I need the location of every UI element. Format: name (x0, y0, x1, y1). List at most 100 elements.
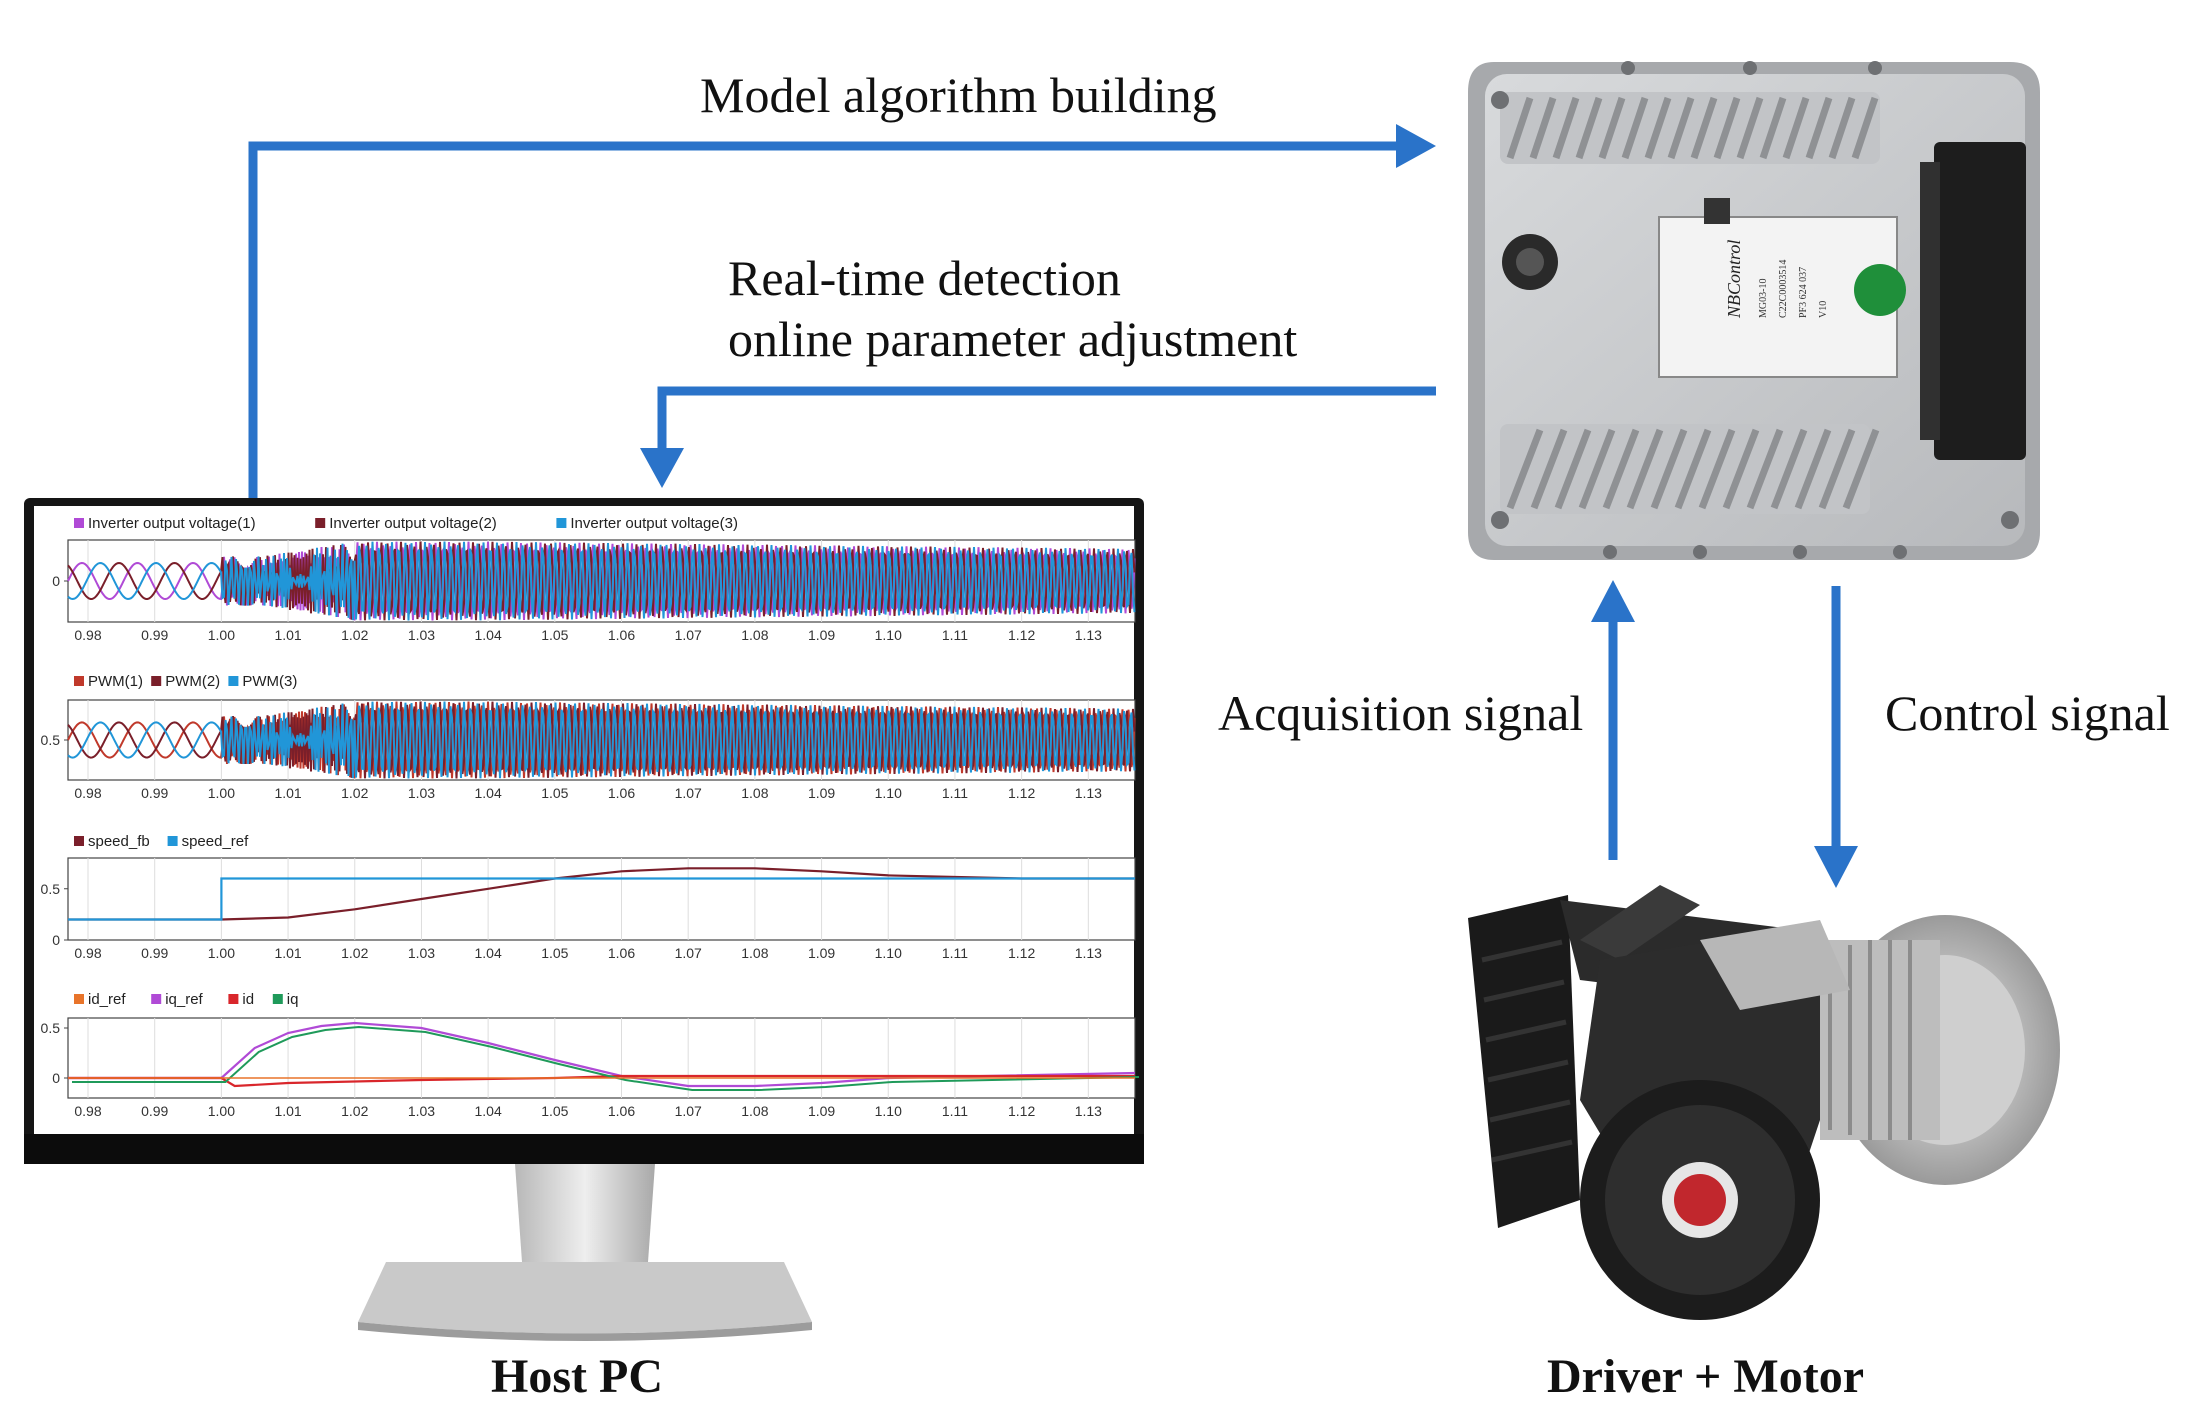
x-tick-label: 1.12 (1008, 627, 1035, 643)
legend-label: Inverter output voltage(1) (88, 515, 256, 532)
phase-line (67, 541, 1136, 621)
phase-line (67, 701, 1136, 779)
legend-label: PWM(2) (165, 673, 220, 690)
x-tick-label: 1.11 (942, 1103, 968, 1119)
qr-code-icon (1704, 198, 1730, 224)
phase-line (67, 541, 1136, 621)
legend-swatch (556, 518, 567, 528)
legend-label: id (242, 991, 254, 1008)
legend-swatch (315, 518, 326, 528)
x-tick-label: 0.98 (74, 945, 101, 961)
x-tick-label: 1.06 (608, 945, 635, 961)
phase-line (67, 701, 1136, 779)
x-tick-label: 1.08 (741, 627, 768, 643)
x-tick-label: 1.05 (541, 1103, 568, 1119)
x-tick-label: 1.04 (475, 627, 502, 643)
y-tick-label: 0.5 (41, 1020, 61, 1036)
x-tick-label: 1.01 (274, 945, 301, 961)
x-tick-label: 1.09 (808, 627, 835, 643)
x-tick-label: 1.06 (608, 627, 635, 643)
arrowhead-down-to-motor (1814, 846, 1858, 888)
x-tick-label: 1.03 (408, 1103, 435, 1119)
ecu-label-line-4: V10 (1818, 301, 1829, 318)
label-model-algorithm-building: Model algorithm building (700, 67, 1217, 123)
x-tick-label: 1.09 (808, 785, 835, 801)
x-tick-label: 1.12 (1008, 945, 1035, 961)
legend-swatch (272, 994, 283, 1004)
series-line-speed_ref (68, 877, 1135, 921)
legend-label: iq (287, 991, 299, 1008)
x-tick-label: 1.11 (942, 627, 968, 643)
legend-label: PWM(1) (88, 673, 143, 690)
y-tick-label: 0.5 (41, 732, 61, 748)
x-tick-label: 0.98 (74, 785, 101, 801)
legend-swatch (74, 518, 84, 528)
x-tick-label: 1.07 (675, 785, 702, 801)
x-tick-label: 1.03 (408, 945, 435, 961)
label-online-parameter-adjustment: online parameter adjustment (728, 311, 1297, 367)
x-tick-label: 1.08 (741, 1103, 768, 1119)
x-tick-label: 1.05 (541, 627, 568, 643)
x-tick-label: 1.13 (1075, 1103, 1102, 1119)
x-tick-label: 1.01 (274, 1103, 301, 1119)
y-tick-label: 0.5 (41, 881, 61, 897)
x-tick-label: 1.10 (875, 945, 902, 961)
x-tick-label: 1.05 (541, 785, 568, 801)
x-tick-label: 1.07 (675, 627, 702, 643)
driver-motor-photo (1468, 885, 2060, 1320)
x-tick-label: 1.05 (541, 945, 568, 961)
x-tick-label: 1.02 (341, 627, 368, 643)
ecu-controller-photo: NBControl MG03-10 C22C0003514 PF3 624 03… (1468, 61, 2040, 560)
x-tick-label: 0.99 (141, 785, 168, 801)
x-tick-label: 1.04 (475, 1103, 502, 1119)
legend-label: Inverter output voltage(3) (570, 515, 738, 532)
legend-label: Inverter output voltage(2) (329, 515, 497, 532)
legend-swatch (151, 994, 162, 1004)
x-tick-label: 1.13 (1075, 627, 1102, 643)
x-tick-label: 1.10 (875, 1103, 902, 1119)
legend-swatch (228, 994, 239, 1004)
x-tick-label: 1.13 (1075, 785, 1102, 801)
y-tick-label: 0 (52, 932, 60, 948)
x-tick-label: 1.13 (1075, 945, 1102, 961)
x-tick-label: 1.03 (408, 785, 435, 801)
label-acquisition-signal: Acquisition signal (1218, 685, 1583, 741)
x-tick-label: 1.09 (808, 1103, 835, 1119)
x-tick-label: 1.08 (741, 945, 768, 961)
y-tick-label: 0 (52, 573, 60, 589)
legend-label: iq_ref (165, 991, 203, 1008)
x-tick-label: 1.06 (608, 1103, 635, 1119)
x-tick-label: 1.00 (208, 627, 235, 643)
legend-label: speed_fb (88, 833, 150, 850)
x-tick-label: 0.99 (141, 1103, 168, 1119)
x-tick-label: 1.07 (675, 1103, 702, 1119)
legend-swatch (74, 994, 84, 1004)
legend-swatch (151, 676, 162, 686)
caption-driver-motor: Driver + Motor (1547, 1350, 1864, 1403)
arrow-realtime-detection (657, 386, 1436, 452)
arrowhead-to-pc (640, 448, 684, 488)
x-tick-label: 1.10 (875, 785, 902, 801)
x-tick-label: 1.11 (942, 785, 968, 801)
x-tick-label: 0.99 (141, 945, 168, 961)
x-tick-label: 1.10 (875, 627, 902, 643)
ecu-label-line-1: MG03-10 (1758, 279, 1769, 318)
plot-area (67, 857, 1136, 941)
x-tick-label: 1.07 (675, 945, 702, 961)
monitor-charts: Inverter output voltage(1) Inverter outpu… (41, 515, 1140, 1119)
legend-swatch (74, 676, 84, 686)
x-tick-label: 1.00 (208, 785, 235, 801)
green-sticker-icon (1854, 264, 1906, 316)
x-tick-label: 0.98 (74, 627, 101, 643)
legend-swatch (228, 676, 239, 686)
x-tick-label: 1.08 (741, 785, 768, 801)
x-tick-label: 1.09 (808, 945, 835, 961)
x-tick-label: 1.02 (341, 1103, 368, 1119)
series-line-iq (72, 1025, 1140, 1091)
label-realtime-detection: Real-time detection (728, 250, 1121, 306)
x-tick-label: 1.12 (1008, 785, 1035, 801)
plot-area (67, 1017, 1136, 1099)
x-tick-label: 1.11 (942, 945, 968, 961)
